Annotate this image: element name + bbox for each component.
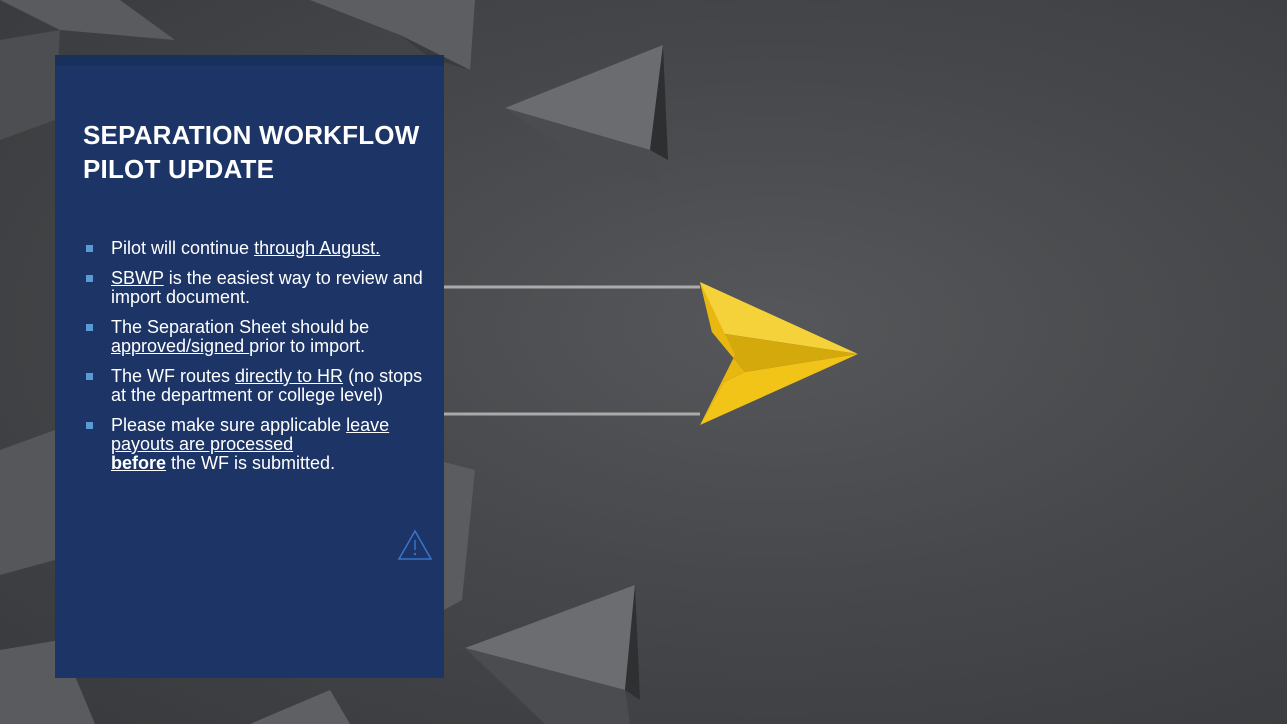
square-bullet-icon [86,373,93,380]
grey-plane-bottom [465,585,640,724]
bullet-item-1: Pilot will continue through August. [83,239,428,258]
bullet-list: Pilot will continue through August. SBWP… [83,239,428,484]
slide-title: SEPARATION WORKFLOW PILOT UPDATE [83,120,420,184]
bold-underlined-text: before [111,453,167,473]
bullet-item-5: Please make sure applicable leave payout… [83,416,428,473]
title-panel: SEPARATION WORKFLOW PILOT UPDATE Pilot w… [55,55,444,678]
underlined-text: through August. [254,238,381,258]
bullet-item-4: The WF routes directly to HR (no stops a… [83,367,428,405]
yellow-plane [700,282,858,425]
grey-plane-top [310,0,475,70]
underlined-text: SBWP [111,268,164,288]
grey-plane-bottom-left [0,640,350,724]
square-bullet-icon [86,275,93,282]
square-bullet-icon [86,324,93,331]
warning-triangle-icon [397,529,433,560]
bullet-item-2: SBWP is the easiest way to review and im… [83,269,428,307]
grey-plane-left-mid [0,430,475,610]
underlined-text: leave payouts are processed [111,415,390,454]
underlined-text: approved/signed [111,336,250,356]
square-bullet-icon [86,422,93,429]
grey-plane-upper [505,45,668,185]
square-bullet-icon [86,245,93,252]
underlined-text: directly to HR [235,366,344,386]
grey-plane-left-top [0,0,175,140]
panel-accent-bar [55,55,444,66]
bullet-item-3: The Separation Sheet should be approved/… [83,318,428,356]
